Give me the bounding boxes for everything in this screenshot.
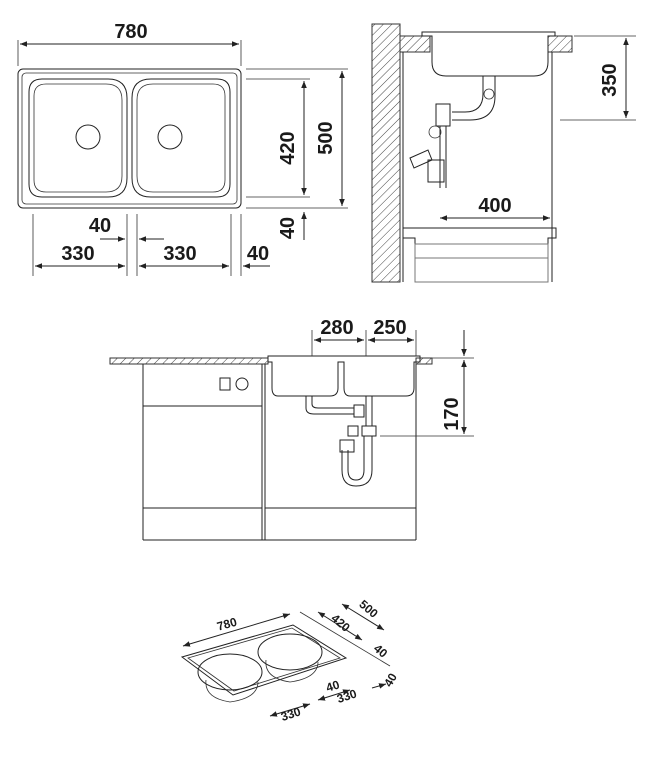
right-drain (157, 124, 183, 150)
left-bowl (28, 78, 128, 198)
front-trap (305, 396, 373, 426)
iso-view: 780 500 420 40 330 40 330 40 (180, 597, 400, 724)
dim-front-bowl-right: 250 (373, 317, 406, 339)
front-left-bowl (267, 355, 421, 397)
cabinet-drawer (403, 227, 557, 282)
drain-trap (452, 76, 496, 121)
side-view: 400 350 (371, 23, 636, 283)
sink-inner-rim (21, 72, 238, 205)
dim-height: 350 (599, 63, 621, 96)
iso-dim-side-margin: 40 (381, 670, 400, 689)
dim-cabinet-depth: 400 (478, 195, 511, 217)
iso-dim-front-margin: 40 (371, 641, 390, 661)
iso-dim-bowl-left: 330 (279, 704, 303, 724)
control-knob (219, 377, 231, 391)
iso-dim-divider: 40 (324, 677, 341, 695)
wall (371, 23, 401, 283)
dim-side-margin: 40 (247, 243, 269, 265)
iso-dim-depth: 500 (356, 597, 381, 621)
dim-front-bowl-left: 280 (320, 317, 353, 339)
iso-right-bowl (257, 633, 323, 671)
dim-bowl-right: 330 (163, 243, 196, 265)
sink-outline (17, 68, 242, 209)
countertop (399, 35, 431, 53)
front-view: 280 250 170 (109, 317, 474, 541)
dim-front-margin: 40 (277, 217, 299, 239)
iso-dim-bowl-right: 330 (335, 686, 359, 706)
right-bowl (131, 78, 231, 198)
dim-bowl-left: 330 (61, 243, 94, 265)
sink-bowl-section (421, 31, 556, 77)
dim-depth: 500 (315, 121, 337, 154)
dim-front-height: 170 (441, 397, 463, 430)
dim-width: 780 (114, 21, 147, 43)
dim-bowl-depth: 420 (277, 131, 299, 164)
dim-divider: 40 (89, 215, 111, 237)
left-drain (75, 124, 101, 150)
iso-left-bowl (197, 653, 263, 691)
front-countertop (109, 357, 269, 365)
top-view: 780 500 420 40 40 330 330 40 (17, 21, 348, 276)
iso-dim-width: 780 (215, 615, 238, 634)
